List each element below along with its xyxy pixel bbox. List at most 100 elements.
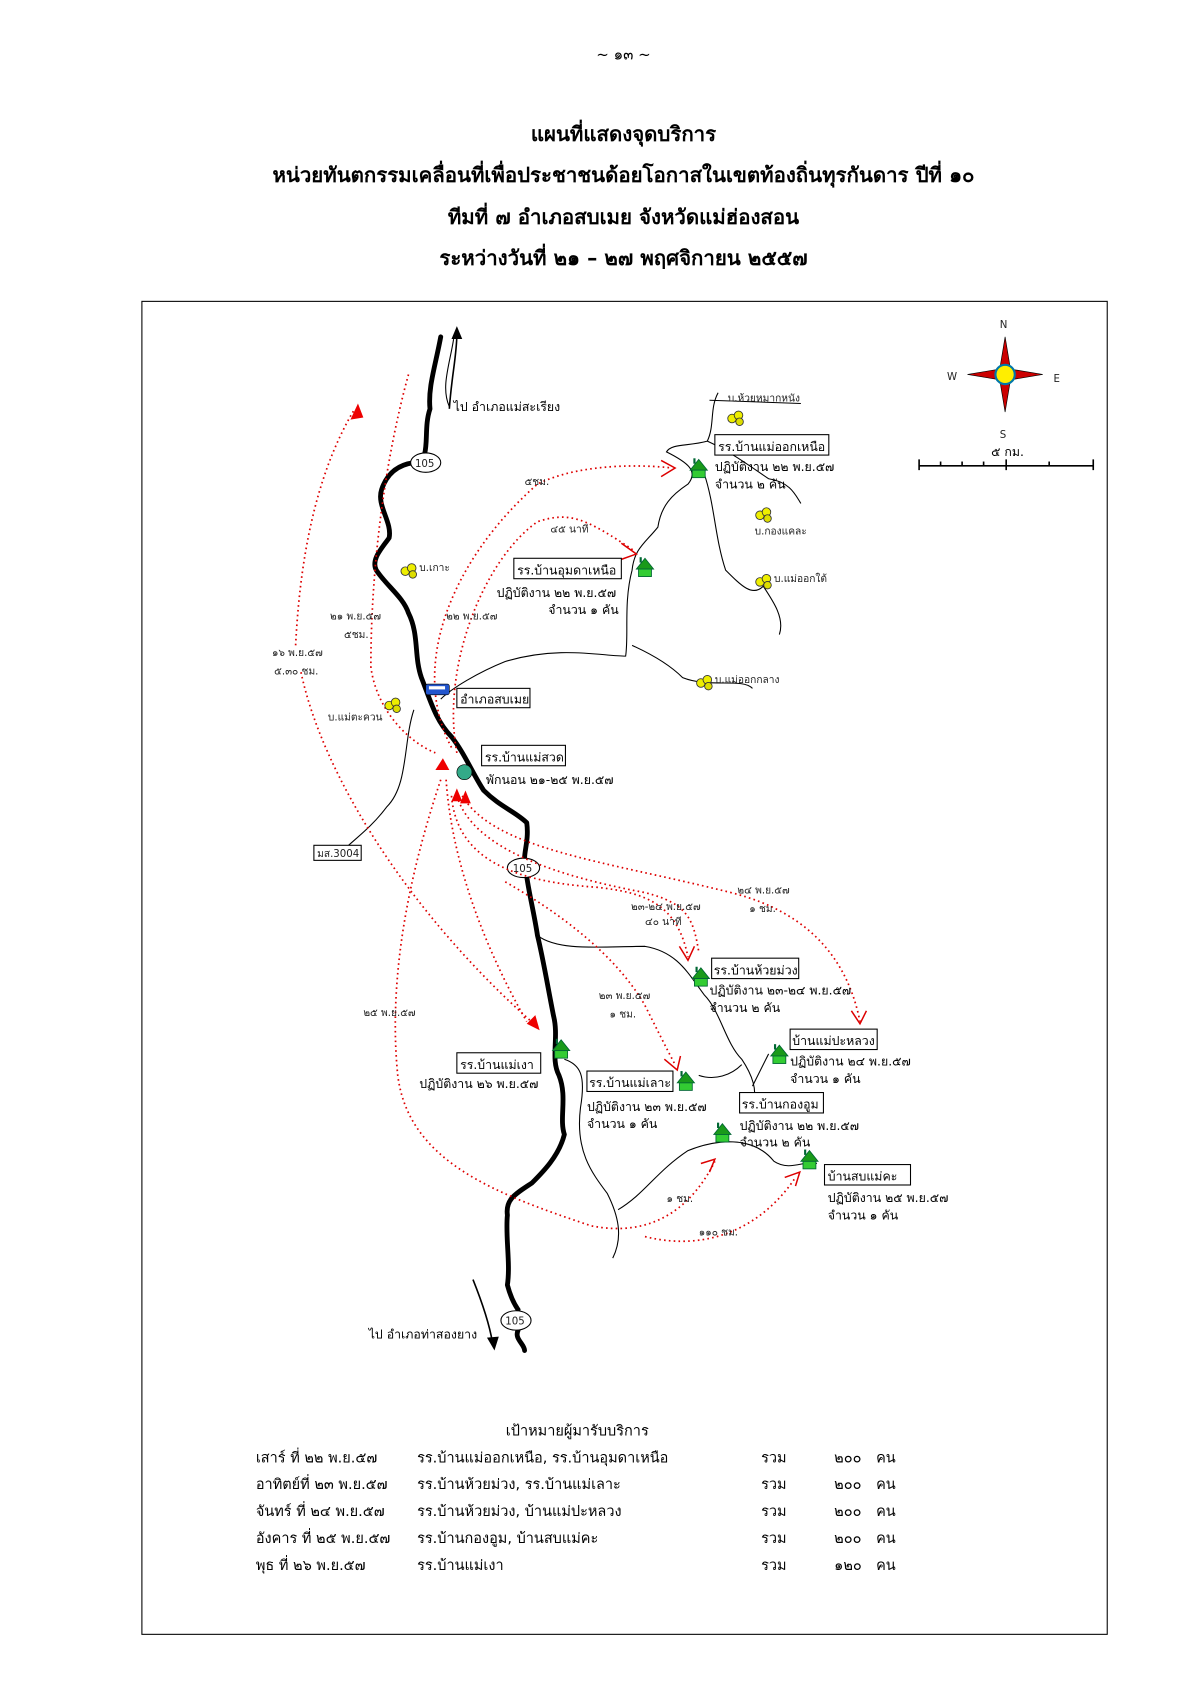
map-frame (141, 300, 1108, 1635)
school-mae-pa-luang: บ้านแม่ปะหลวง ปฏิบัติงาน ๒๔ พ.ย.๕๗ จำนวน… (770, 1028, 911, 1086)
svg-text:รร.บ้านแม่เงา: รร.บ้านแม่เงา (460, 1058, 534, 1072)
highway-105-marker-north: 105 (410, 452, 442, 473)
svg-text:รวม: รวม (761, 1531, 787, 1547)
svg-text:ปฏิบัติงาน ๒๕ พ.ย.๕๗: ปฏิบัติงาน ๒๕ พ.ย.๕๗ (828, 1191, 949, 1205)
highway-105-marker-south: 105 (500, 1310, 532, 1331)
campsite-icon (456, 764, 473, 781)
school-mae-ngao: รร.บ้านแม่เงา ปฏิบัติงาน ๒๖ พ.ย.๕๗ (419, 1038, 571, 1091)
svg-text:รร.บ้านแม่เงา: รร.บ้านแม่เงา (417, 1557, 504, 1574)
north-destination: ไป อำเภอแม่สะเรียง (453, 400, 561, 414)
svg-text:คน: คน (876, 1531, 896, 1547)
svg-text:รร.บ้านห้วยม่วง, บ้านแม่ปะหลวง: รร.บ้านห้วยม่วง, บ้านแม่ปะหลวง (417, 1503, 621, 1520)
svg-text:จำนวน ๑ คัน: จำนวน ๑ คัน (587, 1117, 658, 1131)
village-label: บ.ห้วยหมากหนัง (728, 392, 800, 404)
svg-text:๒๐๐: ๒๐๐ (834, 1531, 861, 1547)
svg-text:รวม: รวม (761, 1558, 787, 1574)
svg-text:คน: คน (876, 1504, 896, 1520)
village-icon (400, 563, 417, 579)
svg-text:คน: คน (876, 1558, 896, 1574)
school-mae-suat: รร.บ้านแม่สวด พักนอน ๒๑-๒๕ พ.ย.๕๗ (456, 744, 614, 787)
title-line-2: หน่วยทันตกรรมเคลื่อนที่เพื่อประชาชนด้อยโ… (272, 160, 974, 188)
svg-text:จำนวน ๒ คัน: จำนวน ๒ คัน (715, 477, 786, 491)
svg-text:จำนวน ๒ คัน: จำนวน ๒ คัน (740, 1135, 811, 1149)
school-icon (691, 966, 711, 987)
svg-text:พุธ ที่ ๒๖ พ.ย.๕๗: พุธ ที่ ๒๖ พ.ย.๕๗ (256, 1555, 366, 1574)
school-um-da-nuea: รร.บ้านอุมดาเหนือ ปฏิบัติงาน ๒๒ พ.ย.๕๗ จ… (497, 556, 655, 617)
village-label: บ.เกาะ (419, 563, 450, 574)
svg-text:๒๑ พ.ย.๕๗: ๒๑ พ.ย.๕๗ (330, 612, 381, 623)
svg-text:รร.บ้านแม่สวด: รร.บ้านแม่สวด (485, 750, 564, 764)
scale-label: ๕ กม. (991, 445, 1024, 459)
school-kong-um: รร.บ้านกองอูม ปฏิบัติงาน ๒๒ พ.ย.๕๗ จำนวน… (713, 1092, 859, 1149)
svg-text:รร.บ้านห้วยม่วง: รร.บ้านห้วยม่วง (714, 963, 798, 977)
svg-text:๑๑๐ ชม.: ๑๑๐ ชม. (699, 1228, 738, 1239)
svg-text:รร.บ้านแม่เลาะ: รร.บ้านแม่เลาะ (589, 1076, 671, 1090)
title-line-4: ระหว่างวันที่ ๒๑ – ๒๗ พฤศจิกายน ๒๕๕๗ (439, 243, 807, 270)
school-icon (770, 1043, 789, 1065)
svg-text:ปฏิบัติงาน ๒๒ พ.ย.๕๗: ปฏิบัติงาน ๒๒ พ.ย.๕๗ (715, 460, 834, 474)
svg-text:105: 105 (513, 864, 532, 875)
compass-west: W (947, 372, 957, 383)
route-labels: ๕ชม. ๔๕ นาที ๒๑ พ.ย.๕๗ ๕ชม. ๒๒ พ.ย.๕๗ ๑๖… (272, 477, 790, 1238)
svg-text:รวม: รวม (761, 1504, 787, 1520)
svg-text:๒๓-๒๔ พ.ย.๕๗: ๒๓-๒๔ พ.ย.๕๗ (631, 902, 701, 913)
title-line-1: แผนที่แสดงจุดบริการ (531, 119, 716, 147)
school-mae-lo: รร.บ้านแม่เลาะ ปฏิบัติงาน ๒๓ พ.ย.๕๗ จำนว… (586, 1070, 707, 1131)
village-label: บ.กองแคละ (755, 527, 807, 538)
svg-text:๕.๓๐ ชม.: ๕.๓๐ ชม. (274, 666, 318, 677)
rivers (343, 338, 818, 1259)
svg-text:๑ ชม.: ๑ ชม. (610, 1009, 637, 1020)
targets-title: เป้าหมายผู้มารับบริการ (506, 1422, 649, 1439)
svg-text:จันทร์ ที่ ๒๔ พ.ย.๕๗: จันทร์ ที่ ๒๔ พ.ย.๕๗ (256, 1501, 385, 1520)
svg-text:๒๒ พ.ย.๕๗: ๒๒ พ.ย.๕๗ (446, 612, 498, 623)
district-box (456, 687, 531, 709)
svg-text:อังคาร ที่ ๒๕ พ.ย.๕๗: อังคาร ที่ ๒๕ พ.ย.๕๗ (256, 1528, 391, 1547)
targets-row: จันทร์ ที่ ๒๔ พ.ย.๕๗ รร.บ้านห้วยม่วง, บ้า… (256, 1501, 896, 1520)
compass-rose-icon (967, 336, 1043, 413)
targets-row: พุธ ที่ ๒๖ พ.ย.๕๗ รร.บ้านแม่เงา รวม ๑๒๐ คน (256, 1555, 896, 1574)
svg-text:รร.บ้านกองอูม, บ้านสบแม่คะ: รร.บ้านกองอูม, บ้านสบแม่คะ (417, 1530, 598, 1547)
school-mae-ok-nuea: รร.บ้านแม่ออกเหนือ ปฏิบัติงาน ๒๒ พ.ย.๕๗ … (689, 434, 834, 491)
village-label: บ.แม่ออกกลาง (715, 675, 780, 686)
svg-text:๔๕ นาที: ๔๕ นาที (550, 523, 588, 535)
svg-text:๒๐๐: ๒๐๐ (834, 1450, 861, 1466)
travel-routes (294, 374, 868, 1243)
svg-text:๒๐๐: ๒๐๐ (834, 1477, 861, 1493)
svg-text:๕ชม.: ๕ชม. (344, 630, 369, 641)
compass-north: N (1000, 320, 1008, 331)
svg-text:บ้านสบแม่คะ: บ้านสบแม่คะ (828, 1170, 898, 1184)
school-huai-muang: รร.บ้านห้วยม่วง ปฏิบัติงาน ๒๓-๒๔ พ.ย.๕๗ … (691, 957, 851, 1015)
svg-text:จำนวน ๒ คัน: จำนวน ๒ คัน (709, 1001, 780, 1015)
svg-text:เสาร์ ที่ ๒๒ พ.ย.๕๗: เสาร์ ที่ ๒๒ พ.ย.๕๗ (256, 1447, 377, 1466)
page-number: ~ ๑๓ ~ (596, 45, 651, 63)
svg-text:จำนวน ๑ คัน: จำนวน ๑ คัน (548, 603, 619, 617)
svg-text:ปฏิบัติงาน ๒๖ พ.ย.๕๗: ปฏิบัติงาน ๒๖ พ.ย.๕๗ (419, 1077, 538, 1091)
svg-text:จำนวน ๑ คัน: จำนวน ๑ คัน (790, 1072, 861, 1086)
svg-text:รร.บ้านห้วยม่วง, รร.บ้านแม่เลา: รร.บ้านห้วยม่วง, รร.บ้านแม่เลาะ (417, 1476, 621, 1493)
school-icon (676, 1070, 695, 1091)
highway-105 (372, 334, 567, 1353)
school-icon (689, 457, 708, 479)
svg-text:๒๔ พ.ย.๕๗: ๒๔ พ.ย.๕๗ (737, 886, 790, 897)
school-icon (635, 556, 655, 578)
south-destination: ไป อำเภอท่าสองยาง (368, 1328, 477, 1342)
svg-text:รร.บ้านอุมดาเหนือ: รร.บ้านอุมดาเหนือ (517, 563, 616, 578)
targets-row: เสาร์ ที่ ๒๒ พ.ย.๕๗รร.บ้านแม่ออกเหนือ, ร… (256, 1447, 896, 1466)
village-icon (755, 507, 772, 523)
svg-text:๒๕ พ.ย.๕๗: ๒๕ พ.ย.๕๗ (363, 1008, 416, 1019)
svg-text:๑๒๐: ๑๒๐ (834, 1558, 862, 1574)
highway-105-marker-middle: 105 (506, 857, 541, 879)
svg-text:คน: คน (876, 1477, 896, 1493)
targets-row: อาทิตย์ที่ ๒๓ พ.ย.๕๗รร.บ้านห้วยม่วง, รร.… (256, 1474, 896, 1493)
school-sop-mae-kha: บ้านสบแม่คะ ปฏิบัติงาน ๒๕ พ.ย.๕๗ จำนวน ๑… (800, 1148, 949, 1222)
svg-text:พักนอน ๒๑-๒๕ พ.ย.๕๗: พักนอน ๒๑-๒๕ พ.ย.๕๗ (486, 773, 614, 787)
svg-text:๔๐ นาที: ๔๐ นาที (645, 916, 682, 928)
arrow-south-icon (472, 1279, 499, 1351)
svg-text:๕ชม.: ๕ชม. (525, 477, 550, 488)
svg-text:ปฏิบัติงาน ๒๓-๒๔ พ.ย.๕๗: ปฏิบัติงาน ๒๓-๒๔ พ.ย.๕๗ (709, 984, 851, 998)
svg-text:รวม: รวม (761, 1450, 787, 1466)
svg-text:ปฏิบัติงาน ๒๓ พ.ย.๕๗: ปฏิบัติงาน ๒๓ พ.ย.๕๗ (587, 1100, 707, 1114)
svg-text:ปฏิบัติงาน ๒๒ พ.ย.๕๗: ปฏิบัติงาน ๒๒ พ.ย.๕๗ (740, 1119, 859, 1133)
svg-text:ปฏิบัติงาน ๒๔ พ.ย.๕๗: ปฏิบัติงาน ๒๔ พ.ย.๕๗ (790, 1055, 911, 1069)
